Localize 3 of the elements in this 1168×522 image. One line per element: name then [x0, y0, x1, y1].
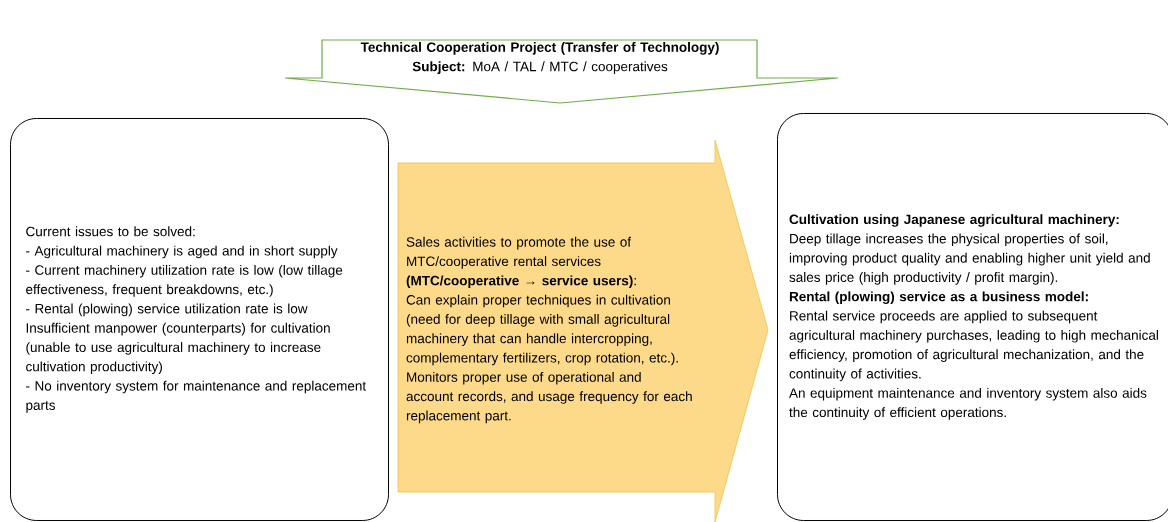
arrow-box: Sales activities to promote the use of MTC/cooperative rental services (MTC/cooperative → service users): Can explain proper techniques in cultivation (need for deep tillage with small agricultural machinery that can handle intercropping, complementary fertilizers, crop rotation, etc.). Monitors proper use of operational and account records, and usage frequency for each replacement part. — [397, 139, 769, 522]
text-box: Cultivation using Japanese agricultural machinery: Deep tillage increases the physical properties of soil, improving product quality and enabling higher unit yield and sales price (high productivity / profit margin). Rental (plowing) service as a business model: Rental service proceeds are applied to subsequent agricultural machinery purchases, leading to high mechanical efficiency, promotion of agricultural mechanization, and the continuity of activities. An equipment maintenance and inventory system also aids the continuity of efficient operations. — [777, 113, 1168, 521]
text-box: Current issues to be solved: - Agricultural machinery is aged and in short supply - Current machinery utilization rate is low (low tillage effectiveness, frequent breakdowns, etc.) - Rental (plowing) service utilization rate is low Insufficient manpower (counterparts) for cultivation (unable to use agricultural machinery to increase cultivation productivity) - No inventory system for maintenance and replacement parts — [10, 118, 389, 521]
